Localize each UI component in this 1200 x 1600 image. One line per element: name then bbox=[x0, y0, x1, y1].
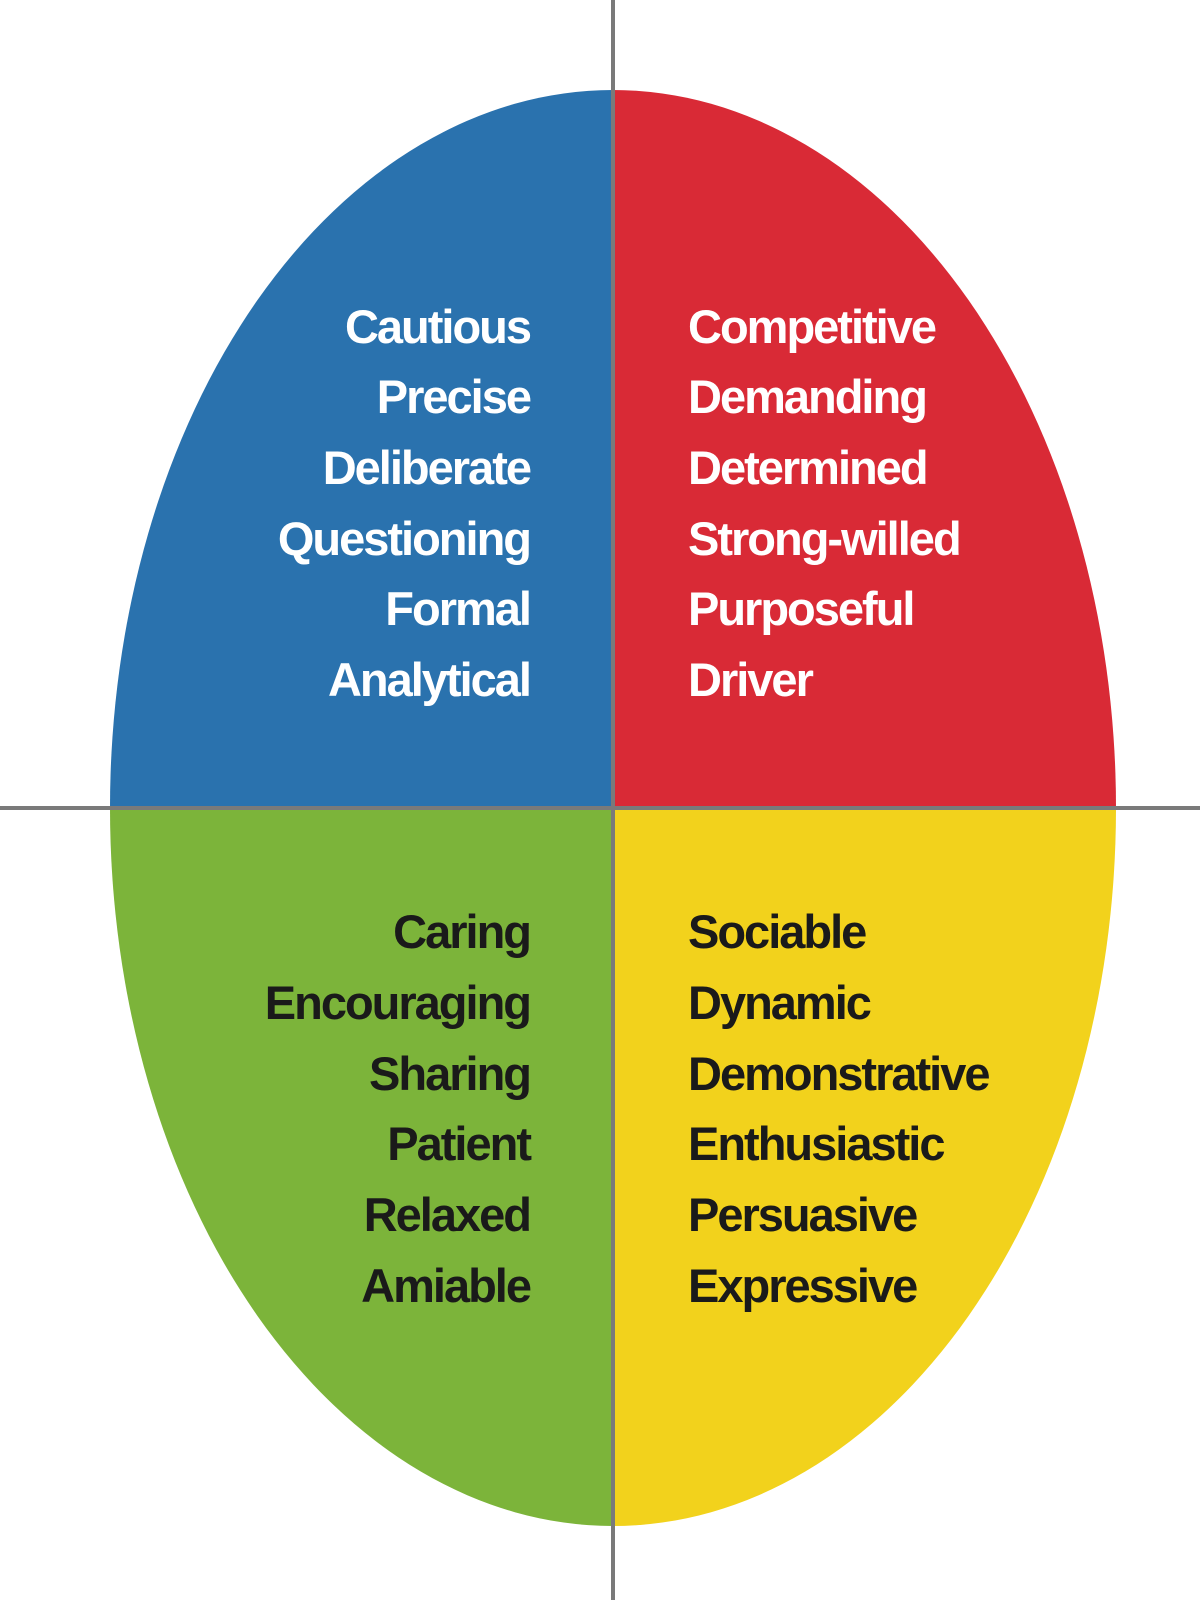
trait-demanding: Demanding bbox=[688, 370, 926, 423]
trait-precise: Precise bbox=[377, 370, 531, 423]
trait-expressive: Expressive bbox=[688, 1259, 917, 1312]
trait-persuasive: Persuasive bbox=[688, 1188, 917, 1241]
trait-purposeful: Purposeful bbox=[688, 582, 913, 635]
trait-sociable: Sociable bbox=[688, 905, 866, 958]
traits-top-left: Cautious Precise Deliberate Questioning … bbox=[278, 300, 533, 706]
trait-driver: Driver bbox=[688, 653, 814, 706]
traits-bottom-left: Caring Encouraging Sharing Patient Relax… bbox=[265, 905, 535, 1312]
trait-patient: Patient bbox=[387, 1117, 532, 1170]
trait-analytical: Analytical bbox=[328, 653, 530, 706]
trait-enthusiastic: Enthusiastic bbox=[688, 1117, 944, 1170]
trait-caring: Caring bbox=[393, 905, 530, 958]
traits-top-right: Competitive Demanding Determined Strong-… bbox=[688, 300, 962, 706]
trait-formal: Formal bbox=[385, 582, 530, 635]
trait-dynamic: Dynamic bbox=[688, 976, 871, 1029]
trait-deliberate: Deliberate bbox=[323, 441, 531, 494]
trait-cautious: Cautious bbox=[345, 300, 531, 353]
trait-amiable: Amiable bbox=[361, 1259, 531, 1312]
trait-encouraging: Encouraging bbox=[265, 976, 530, 1029]
traits-bottom-right: Sociable Dynamic Demonstrative Enthusias… bbox=[688, 905, 991, 1312]
trait-relaxed: Relaxed bbox=[364, 1188, 530, 1241]
trait-determined: Determined bbox=[688, 441, 927, 494]
trait-competitive: Competitive bbox=[688, 300, 936, 353]
trait-questioning: Questioning bbox=[278, 512, 530, 565]
trait-strong-willed: Strong-willed bbox=[688, 512, 960, 565]
trait-demonstrative: Demonstrative bbox=[688, 1047, 989, 1100]
trait-sharing: Sharing bbox=[369, 1047, 530, 1100]
